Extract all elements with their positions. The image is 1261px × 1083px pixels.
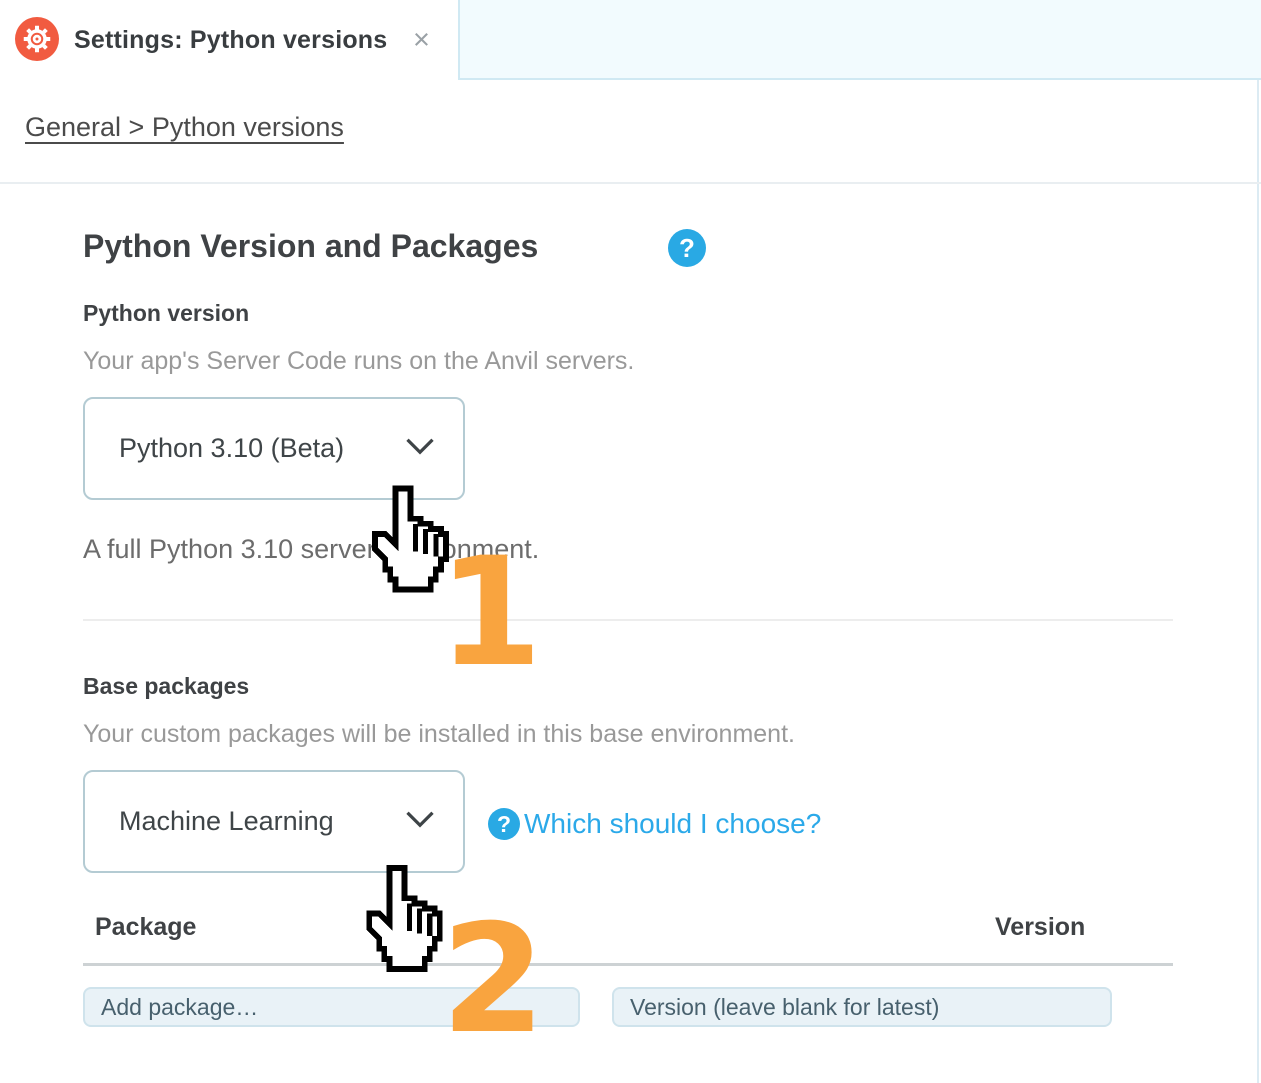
python-version-environment-note: A full Python 3.10 server environment.	[83, 534, 540, 564]
package-version-input[interactable]	[612, 987, 1112, 1027]
python-version-description: Your app's Server Code runs on the Anvil…	[83, 347, 635, 375]
annotation-step-2: 2	[441, 893, 546, 1067]
add-package-input[interactable]	[83, 987, 580, 1027]
python-version-label: Python version	[83, 300, 250, 326]
base-packages-label: Base packages	[83, 673, 250, 699]
base-packages-dropdown[interactable]: Machine Learning	[83, 770, 465, 873]
which-should-i-choose-link[interactable]: ? Which should I choose?	[488, 808, 821, 840]
annotation-step-1: 1	[438, 526, 543, 700]
help-icon: ?	[488, 808, 520, 840]
tab-close-icon[interactable]: ×	[413, 23, 430, 56]
base-packages-description: Your custom packages will be installed i…	[83, 720, 795, 748]
package-column-header: Package	[95, 913, 197, 941]
gear-icon	[15, 17, 59, 61]
tab-settings-python-versions[interactable]: Settings: Python versions ×	[0, 0, 458, 80]
table-header-divider	[83, 963, 1173, 966]
which-should-i-choose-label: Which should I choose?	[524, 808, 822, 839]
section-divider-line	[83, 619, 1173, 621]
page-title: Python Version and Packages	[83, 228, 539, 264]
python-version-dropdown[interactable]: Python 3.10 (Beta)	[83, 397, 465, 500]
chevron-down-icon	[405, 810, 435, 833]
version-column-header: Version	[995, 913, 1086, 941]
hand-cursor-icon	[366, 865, 443, 972]
page-title-help-icon[interactable]: ?	[668, 229, 706, 267]
header-divider-line	[0, 182, 1261, 184]
base-packages-selected: Machine Learning	[119, 806, 334, 836]
tab-title: Settings: Python versions	[74, 25, 388, 54]
python-version-selected: Python 3.10 (Beta)	[119, 433, 345, 463]
panel-right-border	[1257, 80, 1259, 1083]
breadcrumb[interactable]: General > Python versions	[25, 112, 344, 142]
editor-background-panel	[458, 0, 1261, 80]
chevron-down-icon	[405, 437, 435, 460]
